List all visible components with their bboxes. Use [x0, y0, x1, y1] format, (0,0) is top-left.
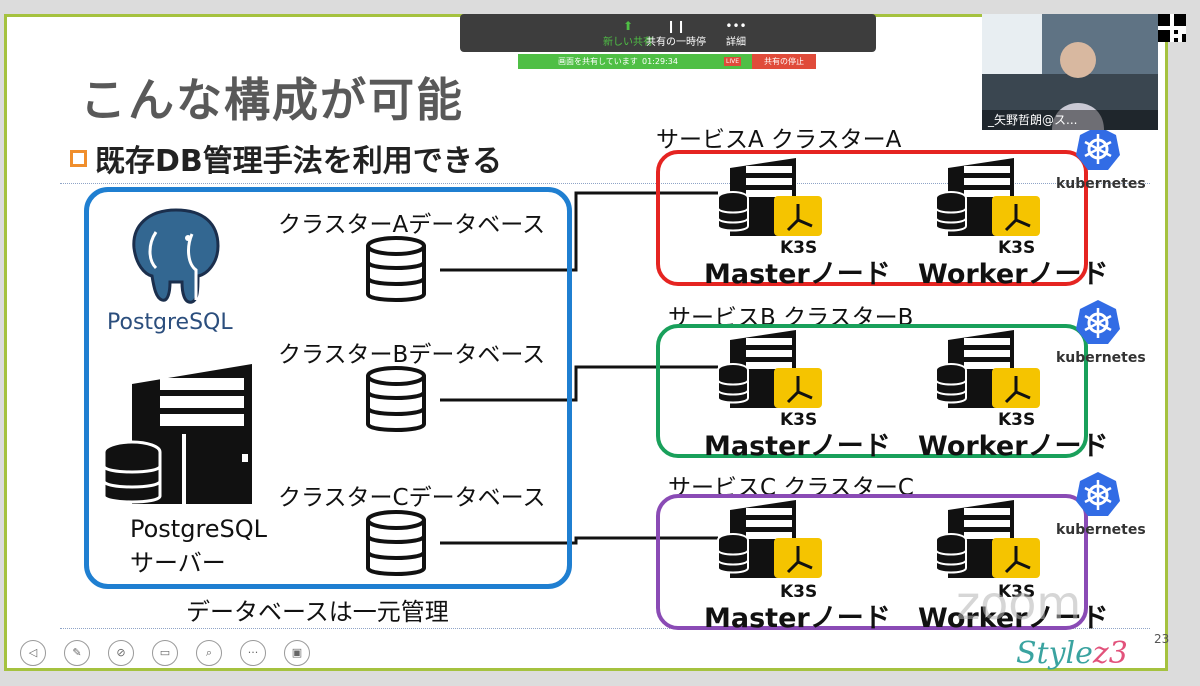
worker-node-label: Workerノード	[918, 259, 1109, 290]
postgresql-logo-text: PostgreSQL	[107, 310, 233, 335]
live-badge: LIVE	[724, 57, 742, 66]
worker-node-icon	[935, 330, 1040, 408]
previous-slide-button[interactable]: ◁	[20, 640, 46, 666]
database-label-b: クラスターBデータベース	[278, 342, 546, 368]
database-icon	[366, 366, 426, 432]
master-node-icon	[717, 158, 822, 236]
participant-thumbnail	[982, 14, 1158, 130]
ellipsis-icon: ···	[247, 646, 259, 659]
new-share-label: 新しい共有	[603, 37, 653, 48]
postgresql-elephant-icon	[132, 208, 220, 304]
subtitle-text: 既存DB管理手法を利用できる	[95, 144, 503, 179]
k3s-label: K3S	[780, 238, 818, 258]
slide-title: こんな構成が可能	[80, 73, 464, 127]
zoom-slide-button[interactable]: ⌕	[196, 640, 222, 666]
cluster-a-title: サービスA クラスターA	[656, 127, 902, 153]
worker-node-label: Workerノード	[918, 603, 1109, 634]
master-node-icon	[717, 330, 822, 408]
kubernetes-label: kubernetes	[1056, 176, 1146, 192]
kubernetes-logo: kubernetes	[1056, 298, 1146, 366]
screen-button[interactable]: ▣	[284, 640, 310, 666]
kubernetes-logo: kubernetes	[1056, 124, 1146, 192]
k3s-label: K3S	[780, 582, 818, 602]
server-label-line2: サーバー	[130, 549, 226, 577]
more-label: 詳細	[726, 37, 746, 48]
brand-prefix: Style	[1016, 636, 1093, 671]
worker-node-label: Workerノード	[918, 431, 1109, 462]
share-timer: 01:29:34	[642, 57, 678, 66]
sharing-status-text: 画面を共有しています	[558, 57, 638, 66]
kubernetes-icon	[1076, 472, 1120, 516]
sharing-status-bar: 画面を共有しています 01:29:34 LIVE	[518, 54, 758, 69]
pen-icon: ✎	[72, 646, 82, 659]
k3s-label: K3S	[998, 582, 1036, 602]
database-group-box	[84, 187, 572, 589]
server-label: PostgreSQL サーバー	[130, 512, 267, 580]
slides-icon: ▭	[159, 646, 171, 659]
master-node-label: Masterノード	[704, 603, 891, 634]
eraser-button[interactable]: ⊘	[108, 640, 134, 666]
pause-share-label: 共有の一時停	[646, 37, 706, 48]
database-icon	[366, 236, 426, 302]
qr-code-icon	[1158, 14, 1186, 42]
k3s-label: K3S	[998, 238, 1036, 258]
slides-view-button[interactable]: ▭	[152, 640, 178, 666]
more-button[interactable]: ••• 詳細	[696, 19, 776, 48]
pointer-pen-button[interactable]: ✎	[64, 640, 90, 666]
new-share-button[interactable]: ⬆ 新しい共有	[588, 19, 668, 48]
database-caption: データベースは一元管理	[186, 598, 449, 626]
participant-name: _矢野哲朗@ス...	[982, 110, 1158, 130]
cluster-a-box	[656, 150, 1088, 286]
database-label-a: クラスターAデータベース	[278, 212, 546, 238]
page-number: 23	[1154, 632, 1170, 646]
more-options-button[interactable]: ···	[240, 640, 266, 666]
pen-slash-icon: ⊘	[116, 646, 126, 659]
cluster-c-box	[656, 494, 1088, 630]
kubernetes-label: kubernetes	[1056, 350, 1146, 366]
presenter-icon: ▣	[291, 646, 303, 659]
upload-arrow-icon: ⬆	[622, 19, 634, 33]
left-triangle-icon: ◁	[28, 646, 38, 659]
kubernetes-icon	[1076, 126, 1120, 170]
stop-share-button[interactable]: 共有の停止	[752, 54, 816, 69]
pause-share-button[interactable]: ❙❙ 共有の一時停	[636, 19, 716, 48]
kubernetes-logo: kubernetes	[1056, 470, 1146, 538]
magnifier-icon: ⌕	[205, 646, 213, 659]
k3s-label: K3S	[780, 410, 818, 430]
more-dots-icon: •••	[725, 19, 747, 33]
bullet-square-icon	[70, 149, 87, 167]
zoom-watermark: zoom	[956, 576, 1082, 630]
kubernetes-icon	[1076, 300, 1120, 344]
cluster-b-box	[656, 324, 1088, 458]
worker-node-icon	[935, 158, 1040, 236]
stylez-logo: Stylez3	[1016, 636, 1128, 671]
stop-share-label: 共有の停止	[764, 57, 804, 66]
dotted-divider	[60, 183, 1150, 184]
dotted-divider	[60, 628, 1150, 629]
master-node-label: Masterノード	[704, 431, 891, 462]
k3s-label: K3S	[998, 410, 1036, 430]
brand-suffix: z3	[1092, 636, 1128, 671]
participant-video[interactable]: _矢野哲朗@ス...	[982, 14, 1158, 130]
master-node-label: Masterノード	[704, 259, 891, 290]
zoom-share-toolbar: ⬆ 新しい共有 ❙❙ 共有の一時停 ••• 詳細	[460, 14, 876, 52]
database-label-c: クラスターCデータベース	[278, 485, 546, 511]
server-icon	[102, 364, 252, 504]
kubernetes-label: kubernetes	[1056, 522, 1146, 538]
slide-subtitle: 既存DB管理手法を利用できる	[70, 136, 502, 180]
database-icon	[366, 510, 426, 576]
server-label-line1: PostgreSQL	[130, 515, 268, 543]
master-node-icon	[717, 500, 822, 578]
worker-node-icon	[935, 500, 1040, 578]
pause-icon: ❙❙	[665, 19, 687, 33]
